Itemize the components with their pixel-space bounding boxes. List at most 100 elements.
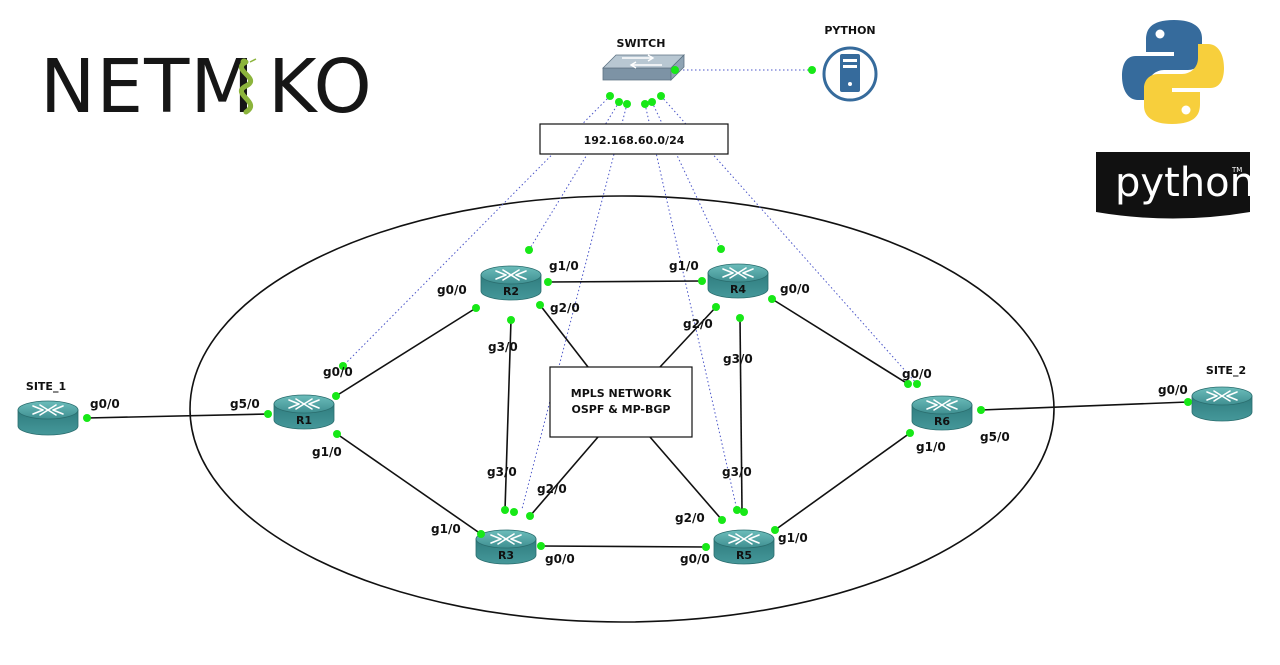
port-dot <box>536 301 544 309</box>
iface-r3-g3: g3/0 <box>487 465 517 479</box>
netmiko-logo-text-left: NETM <box>40 44 255 130</box>
port-dot <box>733 506 741 514</box>
port-dot <box>977 406 985 414</box>
port-dot <box>339 362 347 370</box>
router-site2[interactable]: SITE_2 <box>1191 364 1253 422</box>
port-dot <box>526 512 534 520</box>
switch-label: SWITCH <box>617 37 666 50</box>
subnet-label-box: 192.168.60.0/24 <box>539 123 729 155</box>
python-tm-mark: TM <box>1231 166 1242 174</box>
port-dot <box>537 542 545 550</box>
link-r4-mpls <box>659 306 717 368</box>
mgmt-link-r5 <box>644 103 738 511</box>
router-r4[interactable]: R4 <box>707 263 769 299</box>
mgmt-link-r4 <box>651 101 722 250</box>
router-r5[interactable]: R5 <box>713 529 775 565</box>
iface-r2-g0: g0/0 <box>437 283 467 297</box>
port-dot <box>332 392 340 400</box>
port-dot <box>717 245 725 253</box>
port-dot <box>1184 398 1192 406</box>
link-r3-r5 <box>540 545 707 548</box>
iface-r5-g3: g3/0 <box>722 465 752 479</box>
port-dot <box>671 66 679 74</box>
link-r6-site2 <box>980 401 1189 411</box>
port-dot <box>740 508 748 516</box>
iface-r3-g0: g0/0 <box>545 552 575 566</box>
router-r1[interactable]: R1 <box>273 394 335 430</box>
iface-r6-g1: g1/0 <box>916 440 946 454</box>
port-dot <box>606 92 614 100</box>
r4-label: R4 <box>730 283 746 296</box>
port-dot <box>510 508 518 516</box>
port-dot <box>472 304 480 312</box>
link-site1-r1 <box>86 413 269 419</box>
port-dot <box>501 506 509 514</box>
port-dot <box>712 303 720 311</box>
port-dot <box>702 543 710 551</box>
python-wordmark-text: python <box>1115 160 1255 206</box>
python-logo-icon <box>1122 20 1224 124</box>
port-dot <box>615 98 623 106</box>
port-dot <box>768 295 776 303</box>
subnet-label: 192.168.60.0/24 <box>584 134 685 147</box>
port-dot <box>736 314 744 322</box>
port-dot <box>333 430 341 438</box>
netmiko-logo: NETM KO <box>40 44 373 130</box>
r1-label: R1 <box>296 414 312 427</box>
switch-node[interactable]: SWITCH <box>602 37 685 81</box>
iface-r1-g1: g1/0 <box>312 445 342 459</box>
port-dot <box>83 414 91 422</box>
iface-r1-g0: g0/0 <box>323 365 353 379</box>
link-r2-r3 <box>504 319 512 511</box>
interface-labels: g0/0 g5/0 g0/0 g1/0 g0/0 g1/0 g2/0 g3/0 … <box>90 259 1188 566</box>
iface-site1-g0: g0/0 <box>90 397 120 411</box>
physical-links <box>86 280 1189 548</box>
port-dot <box>771 526 779 534</box>
port-dot <box>477 530 485 538</box>
link-mpls-r3 <box>529 436 599 517</box>
router-icon <box>1191 386 1253 422</box>
port-dot <box>648 98 656 106</box>
port-dot <box>623 100 631 108</box>
python-host-node[interactable]: PYTHON <box>822 24 878 102</box>
site1-label: SITE_1 <box>26 380 66 393</box>
mpls-subtitle: OSPF & MP-BGP <box>572 403 671 416</box>
netmiko-logo-text-right: KO <box>268 44 373 130</box>
iface-r2-g1: g1/0 <box>549 259 579 273</box>
iface-r5-g0: g0/0 <box>680 552 710 566</box>
link-r4-r5 <box>739 317 743 511</box>
mpls-title: MPLS NETWORK <box>571 387 672 400</box>
port-dot <box>641 100 649 108</box>
switch-icon <box>602 54 685 81</box>
port-dot <box>507 316 515 324</box>
router-r3[interactable]: R3 <box>475 529 537 565</box>
port-dot <box>906 429 914 437</box>
mpls-cloud-boundary <box>189 195 1055 623</box>
iface-r6-g0: g0/0 <box>902 367 932 381</box>
port-dot <box>544 278 552 286</box>
python-host-label: PYTHON <box>824 24 875 37</box>
iface-r1-g5: g5/0 <box>230 397 260 411</box>
mpls-network-box: MPLS NETWORK OSPF & MP-BGP <box>549 366 693 438</box>
iface-r2-g2: g2/0 <box>550 301 580 315</box>
server-icon <box>822 46 878 102</box>
iface-r4-g0: g0/0 <box>780 282 810 296</box>
iface-site2-g0: g0/0 <box>1158 383 1188 397</box>
router-r2[interactable]: R2 <box>480 265 542 301</box>
iface-r5-g1: g1/0 <box>778 531 808 545</box>
site2-label: SITE_2 <box>1206 364 1246 377</box>
port-indicators <box>83 66 1192 551</box>
router-r6[interactable]: R6 <box>911 395 973 431</box>
port-dot <box>264 410 272 418</box>
link-mpls-r5 <box>649 436 723 521</box>
port-dot <box>718 516 726 524</box>
iface-r4-g2: g2/0 <box>683 317 713 331</box>
python-wordmark: python TM <box>1096 152 1255 219</box>
iface-r3-g2: g2/0 <box>537 482 567 496</box>
port-dot <box>904 380 912 388</box>
router-site1[interactable]: SITE_1 <box>17 380 79 436</box>
iface-r6-g5: g5/0 <box>980 430 1010 444</box>
router-icon <box>17 400 79 436</box>
r2-label: R2 <box>503 285 519 298</box>
link-r1-r3 <box>336 433 482 535</box>
